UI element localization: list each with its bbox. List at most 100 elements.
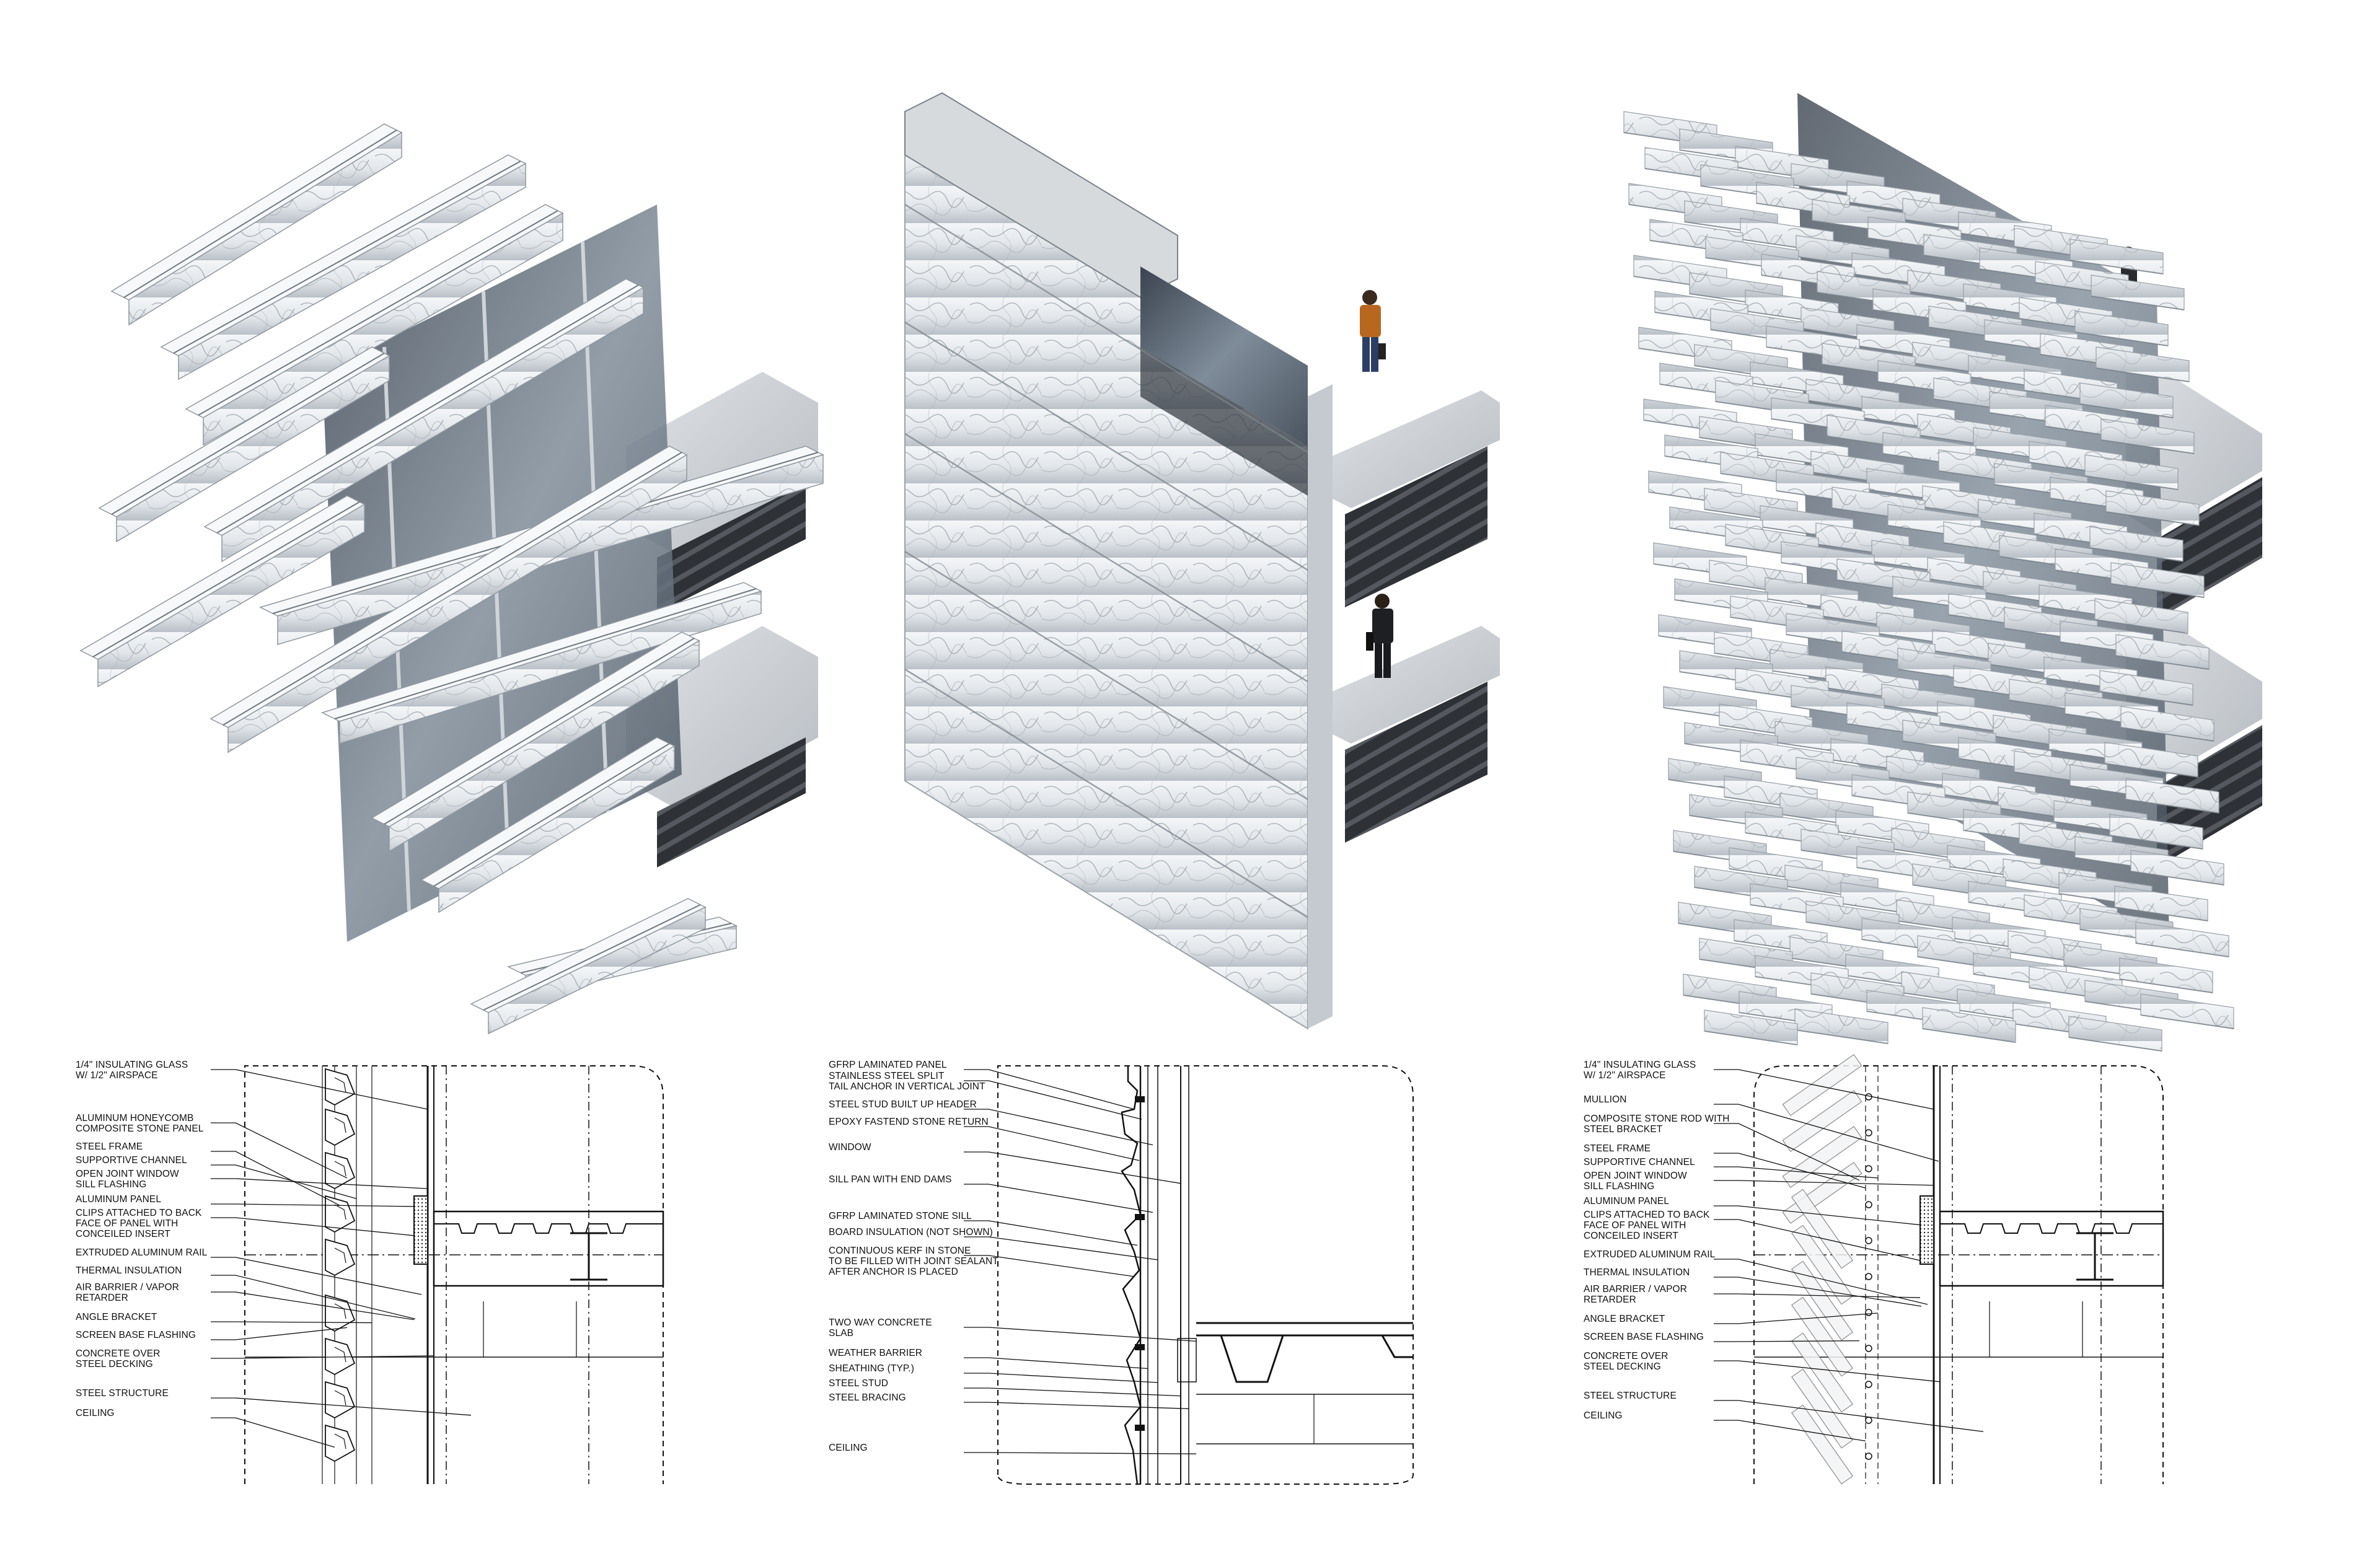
stone-panel-profile	[325, 1068, 356, 1106]
stone-rod-shadow	[2094, 619, 2188, 634]
detail-border	[244, 1065, 664, 1484]
leader-line	[964, 1069, 1135, 1110]
leader-line	[1714, 1259, 1928, 1305]
stone-panel-profile	[325, 1195, 356, 1233]
label-ceiling-r: CEILING	[1584, 1410, 1623, 1421]
label-thermal-insulation: THERMAL INSULATION	[76, 1265, 182, 1276]
leader-line	[211, 1257, 422, 1295]
label-supportive-channel: SUPPORTIVE CHANNEL	[76, 1155, 187, 1166]
label-continuous-kerf: CONTINUOUS KERF IN STONE TO BE FILLED WI…	[829, 1246, 998, 1277]
stone-panel-face	[438, 745, 675, 913]
leader-line	[211, 1417, 335, 1448]
stone-rod	[1794, 1008, 1889, 1044]
leader-line	[964, 1357, 1148, 1369]
stone-panel-face	[97, 503, 365, 688]
leader-lines	[211, 1069, 1984, 1454]
leader-line	[211, 1178, 428, 1189]
label-steel-structure-r: STEEL STRUCTURE	[1584, 1391, 1677, 1401]
stone-rod-shadow	[2115, 655, 2210, 670]
two-way-slab-section	[1196, 1322, 1413, 1383]
label-steel-structure: STEEL STRUCTURE	[76, 1388, 169, 1399]
stone-panel-inner-line	[334, 1247, 346, 1264]
detail-border-right	[1753, 1065, 2164, 1484]
stone-rod-profile	[1791, 1260, 1853, 1341]
leader-line	[1714, 1219, 1921, 1261]
center-slab-mid	[1326, 626, 1500, 744]
stone-rod-shadow	[2125, 799, 2219, 814]
center-deck-top	[1345, 446, 1488, 607]
stone-panel-inner-line	[334, 1204, 346, 1220]
label-ceiling: CEILING	[76, 1408, 115, 1418]
label-gfrp-stone-sill: GFRP LAMINATED STONE SILL	[829, 1211, 972, 1221]
rod-bracket-pin	[1865, 1165, 1872, 1172]
center-slab-top	[1326, 390, 1500, 508]
label-split-tail-anchor: STAINLESS STEEL SPLIT TAIL ANCHOR IN VER…	[829, 1071, 985, 1092]
stone-panel-inner-line	[334, 1077, 346, 1093]
rod-bracket-pin	[1865, 1201, 1872, 1208]
leader-line	[1714, 1180, 1934, 1186]
stone-rod-shadow	[2120, 727, 2215, 742]
stone-rod-shadow	[2100, 439, 2195, 454]
rod-bracket-pin	[1865, 1453, 1872, 1460]
stone-rod-shadow	[1922, 1028, 2016, 1043]
stone-rod-shadow	[2105, 511, 2200, 526]
leader-line	[211, 1291, 415, 1321]
stone-rod-shadow	[1794, 1029, 1889, 1044]
stone-rod-profile	[1791, 1189, 1853, 1269]
stone-panel-inner-line	[334, 1161, 346, 1177]
leader-line	[1714, 1153, 1866, 1189]
label-aluminum-panel-r: ALUMINUM PANEL	[1584, 1196, 1670, 1207]
stone-panel-profile	[325, 1381, 356, 1419]
rod-bracket-pin	[1865, 1417, 1872, 1424]
label-steel-frame-r: STEEL FRAME	[1584, 1143, 1651, 1154]
label-window: WINDOW	[829, 1142, 871, 1153]
rod-bracket-pin	[1865, 1345, 1872, 1352]
leader-line	[1714, 1166, 1879, 1179]
center-deck-mid	[1345, 682, 1488, 843]
stone-panel-face	[178, 162, 526, 380]
leader-line	[211, 1321, 372, 1324]
stone-rod-shadow	[2140, 1014, 2234, 1029]
steel-decking-lower	[657, 737, 806, 868]
section-detail-center	[997, 1065, 1414, 1485]
leader-line	[211, 1122, 348, 1179]
aluminum-panel-section	[413, 1195, 428, 1265]
stone-rod-profiles	[1782, 1054, 1872, 1485]
window-opening-lower	[1140, 347, 1308, 496]
stone-rod-shadow	[2069, 260, 2164, 275]
steel-decking-upper	[657, 483, 806, 613]
rod-bracket-pin	[1865, 1129, 1872, 1136]
leader-line	[964, 1255, 1135, 1277]
label-concrete-decking-r: CONCRETE OVER STEEL DECKING	[1584, 1351, 1668, 1372]
label-insulating-glass: 1/4" INSULATING GLASS W/ 1/2" AIRSPACE	[76, 1060, 188, 1081]
leader-line	[1714, 1360, 1941, 1383]
leader-line	[964, 1402, 1189, 1409]
stone-rod	[2135, 921, 2229, 957]
stone-rod-profile	[1791, 1368, 1853, 1449]
label-honeycomb-panel: ALUMINUM HONEYCOMB COMPOSITE STONE PANEL	[76, 1113, 204, 1134]
rod-bracket-pin	[1865, 1237, 1872, 1244]
leader-line	[964, 1373, 1158, 1383]
label-screen-flashing: SCREEN BASE FLASHING	[76, 1330, 196, 1340]
stone-wall-edge	[1308, 384, 1333, 1029]
stone-panel-face	[203, 212, 563, 446]
stone-rod-profile	[1782, 1054, 1862, 1116]
stone-panel-profile	[325, 1108, 356, 1146]
section-detail-left	[244, 1065, 664, 1484]
detail-border-center	[997, 1065, 1414, 1485]
stone-panel-groove	[216, 284, 639, 534]
leader-line	[1714, 1293, 1921, 1298]
label-concrete-decking: CONCRETE OVER STEEL DECKING	[76, 1348, 161, 1369]
render-horizontal-stone-panels	[79, 123, 825, 1035]
stone-panel-profile	[325, 1238, 356, 1277]
leader-line	[964, 1452, 1197, 1454]
leader-line	[1714, 1104, 1939, 1162]
stone-rod-shadow	[2114, 907, 2208, 921]
stone-panel-face	[389, 640, 700, 853]
stone-rod-shadow	[2110, 583, 2205, 598]
stone-panel-profile	[325, 1151, 356, 1190]
leader-line	[964, 1151, 1181, 1184]
label-weather-barrier: WEATHER BARRIER	[829, 1348, 923, 1358]
